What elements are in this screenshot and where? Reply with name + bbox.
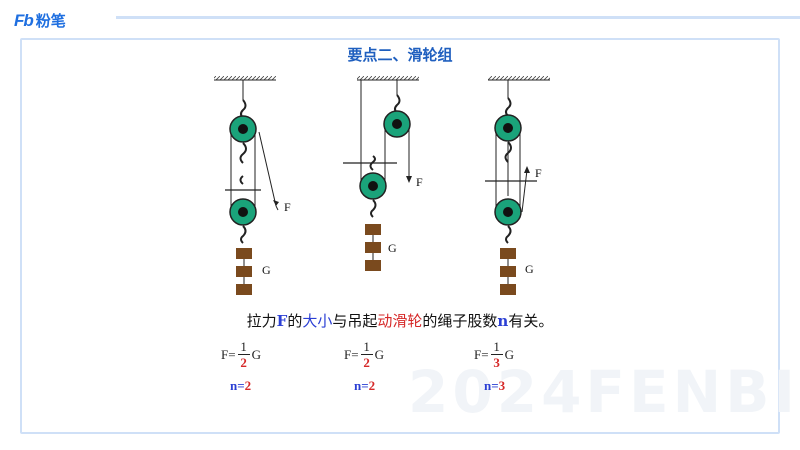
slide-title: 要点二、滑轮组: [347, 46, 453, 64]
formula-2: F= 1 2 G: [344, 340, 384, 369]
ceiling-2: [357, 76, 419, 80]
ceiling-1: [214, 76, 276, 80]
n-number: 3: [498, 378, 506, 393]
slide-frame: [20, 38, 780, 434]
sentence-highlight-size: 大小: [302, 312, 333, 330]
formula-lhs: F=: [221, 346, 236, 362]
hook-1b: [239, 142, 247, 164]
weight-label-3: G: [525, 262, 534, 276]
weight-block: [236, 248, 252, 259]
n-label: n=: [484, 378, 499, 393]
formula-lhs: F=: [474, 346, 489, 362]
force-label-1: F: [284, 200, 291, 214]
n-number: 2: [368, 378, 376, 393]
n-label: n=: [354, 378, 369, 393]
sentence-n-symbol: n: [497, 312, 509, 330]
weight-block: [365, 242, 381, 253]
fraction-numerator: 1: [363, 339, 370, 354]
pulley-system-2: F G: [343, 76, 423, 271]
force-label-3: F: [535, 166, 542, 180]
weight-label-2: G: [388, 241, 397, 255]
formula-1: F= 1 2 G: [221, 340, 261, 369]
weight-block: [500, 284, 516, 295]
fraction-denominator: 3: [493, 355, 500, 370]
pulley-system-1: F G: [214, 76, 291, 295]
sentence-part: 的绳子股数: [422, 312, 498, 330]
n-value-1: n=2: [230, 378, 251, 394]
n-value-3: n=3: [484, 378, 505, 394]
fenbi-logo: Fb 粉笔: [14, 10, 66, 31]
formula-rhs: G: [374, 346, 384, 362]
force-label-2: F: [416, 175, 423, 189]
sentence-highlight-pulley: 动滑轮: [377, 312, 423, 330]
weight-block: [365, 260, 381, 271]
weight-block: [236, 266, 252, 277]
weight-label-1: G: [262, 263, 271, 277]
fraction-denominator: 2: [363, 355, 370, 370]
logo-mark: Fb: [14, 10, 34, 30]
formula-rhs: G: [251, 346, 261, 362]
pulley-system-3: F G: [485, 76, 550, 295]
n-value-2: n=2: [354, 378, 375, 394]
fraction-numerator: 1: [493, 339, 500, 354]
fraction-numerator: 1: [240, 339, 247, 354]
header-divider: [116, 16, 800, 19]
weight-block: [236, 284, 252, 295]
fraction-bar: [237, 354, 250, 355]
sentence-part: 拉力: [246, 312, 277, 330]
weight-block: [500, 248, 516, 259]
weight-block: [500, 266, 516, 277]
fraction-bar: [360, 354, 373, 355]
sentence-part: 有关。: [508, 312, 554, 330]
sentence-part: 的: [287, 312, 303, 330]
fraction: 1 3: [490, 339, 503, 370]
formula-3: F= 1 3 G: [474, 340, 514, 369]
formula-lhs: F=: [344, 346, 359, 362]
fraction: 1 2: [237, 339, 250, 370]
n-label: n=: [230, 378, 245, 393]
watermark: 2024FENBI: [408, 358, 799, 426]
key-sentence: 拉力F的大小与吊起动滑轮的绳子股数n有关。: [0, 310, 800, 331]
weight-block: [365, 224, 381, 235]
fraction-bar: [490, 354, 503, 355]
logo-name: 粉笔: [35, 12, 66, 30]
sentence-force-symbol: F: [276, 312, 288, 330]
formula-rhs: G: [504, 346, 514, 362]
sentence-part: 与吊起: [332, 312, 378, 330]
ceiling-3: [488, 76, 550, 80]
fraction: 1 2: [360, 339, 373, 370]
n-number: 2: [244, 378, 252, 393]
fraction-denominator: 2: [240, 355, 247, 370]
